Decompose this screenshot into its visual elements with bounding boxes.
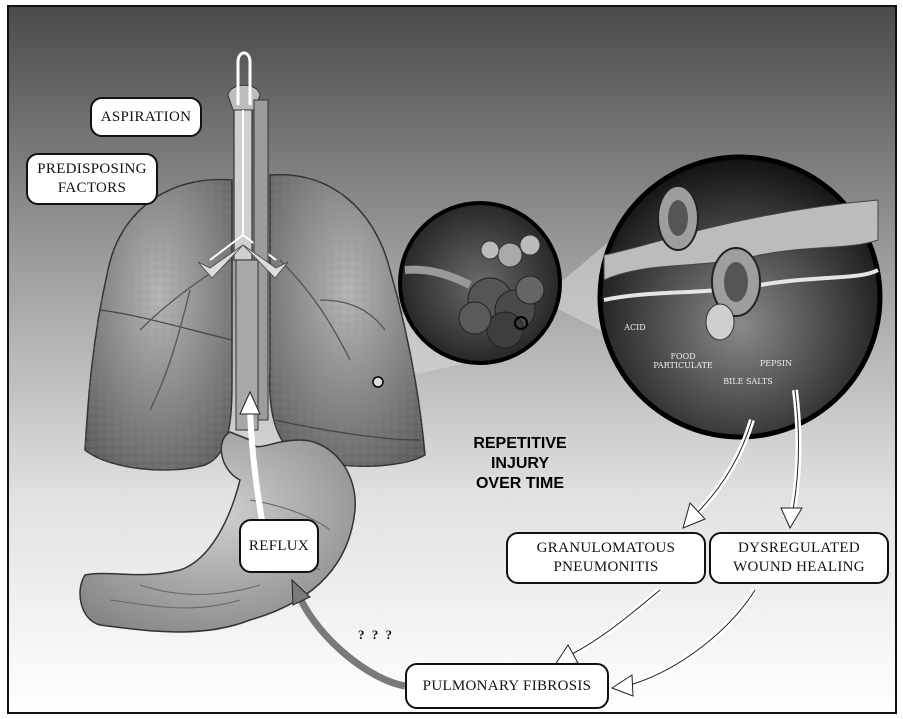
aspiration-label: ASPIRATION	[90, 97, 202, 137]
repetitive-injury-text: REPETITIVE INJURY OVER TIME	[460, 434, 580, 494]
lung-point-marker	[373, 377, 383, 387]
bile-salts-label: BILE SALTS	[718, 377, 778, 386]
acid-label: ACID	[620, 323, 650, 332]
predisposing-factors-label: PREDISPOSING FACTORS	[26, 153, 158, 205]
pulmonary-fibrosis-label: PULMONARY FIBROSIS	[405, 663, 609, 709]
alveoli-magnified-circle	[400, 203, 560, 363]
reflux-label: REFLUX	[239, 519, 319, 573]
granulomatous-pneumonitis-label: GRANULOMATOUS PNEUMONITIS	[506, 532, 706, 584]
food-particulate-label: FOOD PARTICULATE	[648, 352, 718, 370]
dysregulated-wound-healing-label: DYSREGULATED WOUND HEALING	[709, 532, 889, 584]
tissue-magnified-circle	[600, 157, 880, 437]
pepsin-label: PEPSIN	[756, 359, 796, 368]
question-marks: ? ? ?	[358, 627, 394, 643]
